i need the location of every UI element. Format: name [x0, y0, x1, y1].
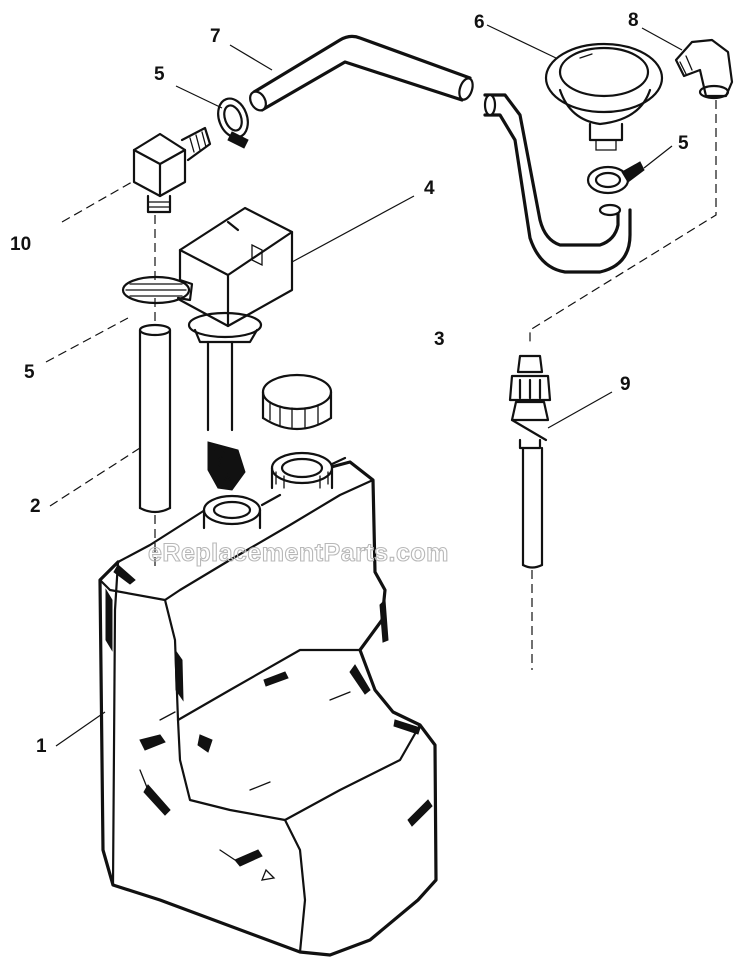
callout-1: 1: [36, 736, 47, 757]
callout-5-top: 5: [154, 64, 165, 85]
hose-clamp-top: [217, 97, 249, 149]
vent-valve: [544, 42, 664, 151]
fuel-fitting: [508, 354, 552, 670]
sender-unit: [178, 206, 294, 491]
vent-hose: [249, 34, 632, 274]
callout-5-left: 5: [24, 362, 35, 383]
callout-7: 7: [210, 26, 221, 47]
callout-labels: 1 2 3 4 5 5 5 6 7 8 9 10: [10, 10, 689, 757]
callout-2: 2: [30, 496, 41, 517]
fuel-tank: [98, 451, 438, 957]
elbow-fitting-right: [529, 38, 734, 345]
leader-lines: [45, 24, 683, 747]
callout-8: 8: [628, 10, 639, 31]
callout-5-right: 5: [678, 133, 689, 154]
filler-tube: [121, 215, 194, 570]
hose-clamp-right: [586, 161, 645, 217]
tank-cap: [261, 373, 333, 430]
elbow-fitting-left: [132, 126, 212, 214]
callout-10: 10: [10, 234, 31, 255]
callout-3: 3: [434, 329, 445, 350]
watermark: eReplacementParts.com: [148, 539, 449, 567]
callout-4: 4: [424, 178, 435, 199]
callout-9: 9: [620, 374, 631, 395]
callout-6: 6: [474, 12, 485, 33]
